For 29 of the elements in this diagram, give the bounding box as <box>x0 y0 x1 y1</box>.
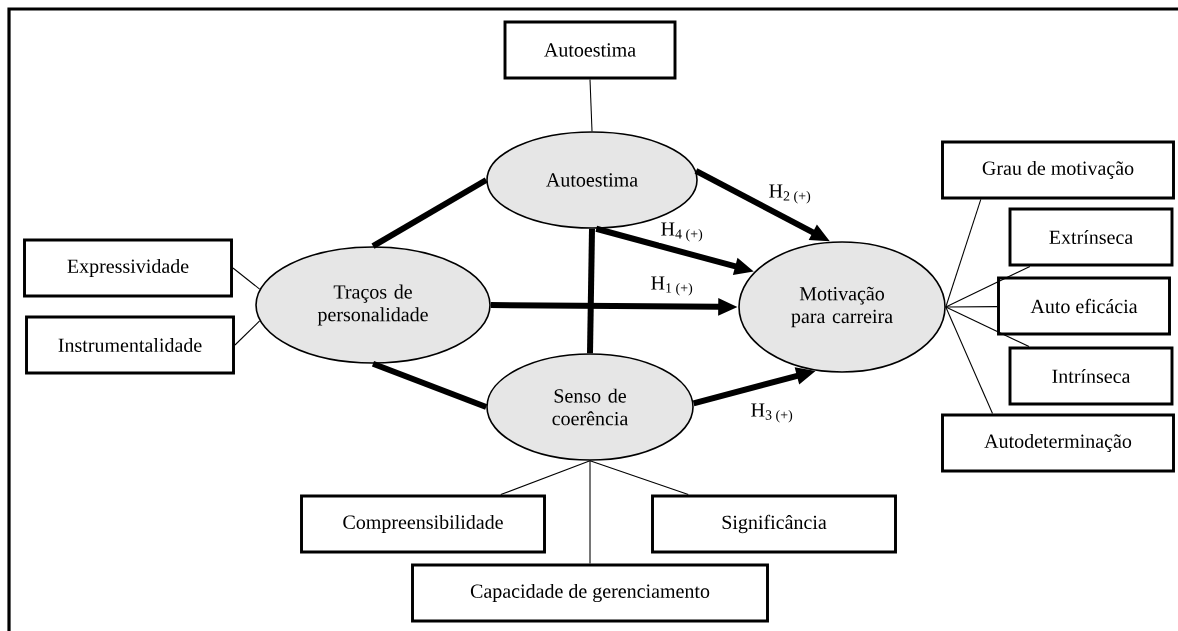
connector-line <box>234 320 261 346</box>
indicator-box: Intrínseca <box>1008 346 1174 406</box>
indicator-box: Extrínseca <box>1008 207 1174 267</box>
indicator-box: Autodeterminação <box>941 413 1175 473</box>
edge-label: H$_{3 (+)}$ <box>749 402 795 424</box>
indicator-box: Expressividade <box>23 238 233 298</box>
edge-label: H$_{1 (+)}$ <box>649 275 695 297</box>
connector-line <box>945 306 1030 348</box>
connector-line <box>589 460 591 565</box>
indicator-box: Autoestima <box>503 20 677 80</box>
connector-line <box>945 306 998 308</box>
indicator-box: Compreensibilidade <box>300 494 546 554</box>
connector-line <box>945 198 982 308</box>
connector-line <box>945 306 994 415</box>
edge-label: H$_{4 (+)}$ <box>659 221 705 243</box>
indicator-box: Capacidade de gerenciamento <box>411 563 769 623</box>
indicator-box: Grau de motivação <box>941 140 1175 200</box>
path-line <box>587 228 595 354</box>
indicator-box: Instrumentalidade <box>25 315 235 375</box>
connector-line <box>589 460 689 496</box>
indicator-box: Significância <box>651 494 897 554</box>
indicator-box: Auto eficácia <box>997 276 1171 336</box>
connector-line <box>232 267 261 290</box>
edge-label: H$_{2 (+)}$ <box>767 183 813 205</box>
connector-line <box>589 78 593 132</box>
path-line <box>371 361 488 410</box>
connector-line <box>500 460 591 496</box>
connector-line <box>945 265 1031 308</box>
path-line <box>371 177 488 249</box>
